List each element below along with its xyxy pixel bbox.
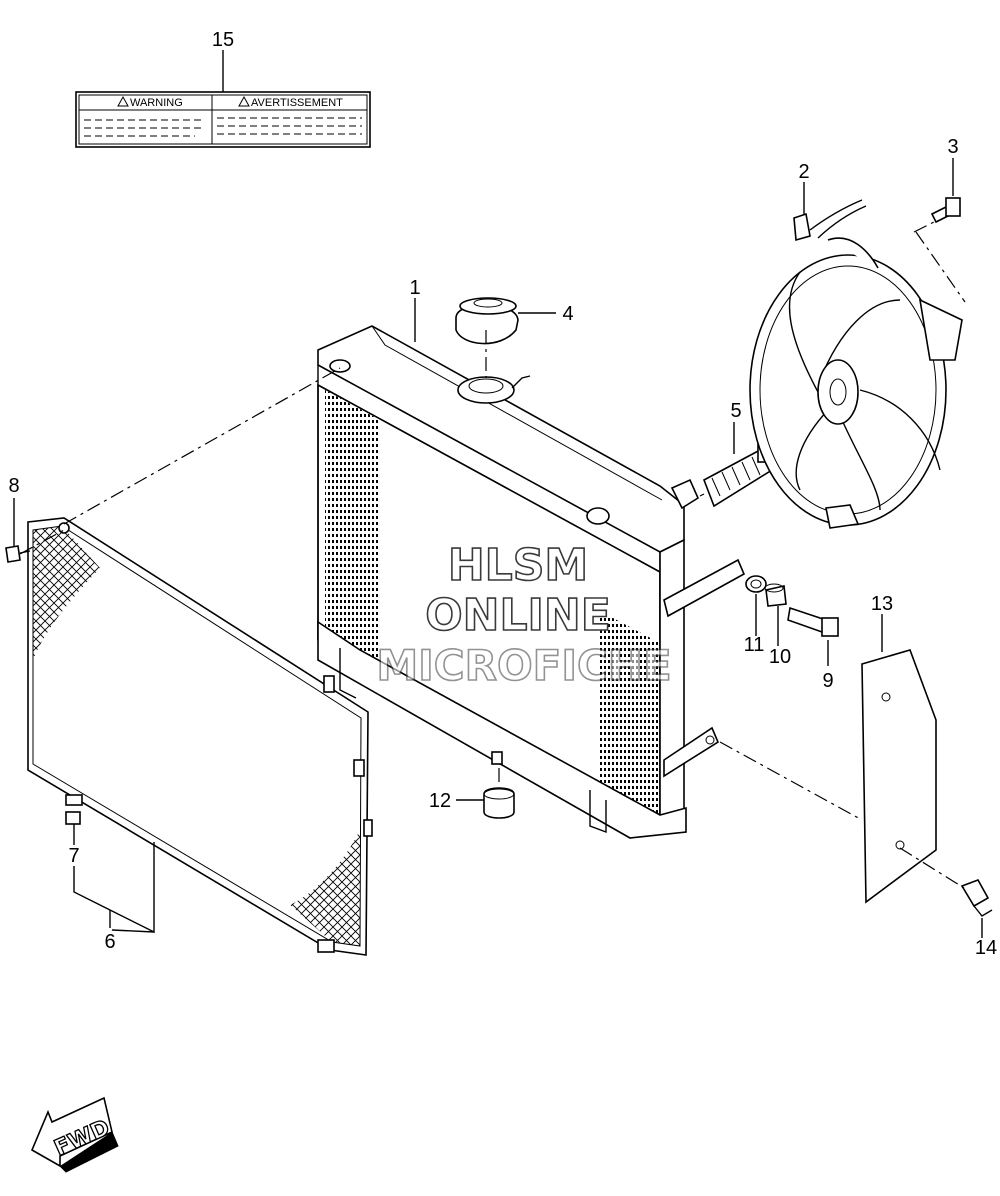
clip	[960, 879, 993, 917]
fwd-arrow-icon	[30, 1096, 113, 1168]
cushion	[745, 575, 767, 593]
radiator-grille	[27, 517, 373, 956]
warning-label: WARNING AVERTISSEMENT	[75, 91, 371, 148]
fwd-arrow: FWD	[30, 1096, 119, 1173]
callout-1: 1	[409, 277, 420, 299]
leader-lines	[13, 50, 983, 938]
callout-9: 9	[822, 670, 833, 692]
callout-15: 15	[212, 29, 234, 51]
radiator	[317, 325, 746, 839]
watermark: HLSM ONLINE MICROFICHE	[376, 539, 673, 691]
warning-triangle-icon	[238, 95, 250, 107]
watermark-line-1: HLSM	[448, 540, 588, 591]
callout-6: 6	[104, 931, 115, 953]
watermark-line-3: MICROFICHE	[376, 641, 671, 690]
callout-12: 12	[429, 790, 451, 812]
watermark-line-2: ONLINE	[425, 590, 611, 641]
callout-4: 4	[562, 303, 573, 325]
callout-14: 14	[975, 937, 997, 959]
callout-10: 10	[769, 646, 791, 668]
warning-triangle-icon	[117, 95, 129, 107]
callout-13: 13	[871, 593, 893, 615]
callout-7: 7	[68, 845, 79, 867]
callout-3: 3	[947, 136, 958, 158]
cooling-fan	[749, 199, 963, 529]
radiator-cap	[455, 297, 519, 345]
warning-label-right-title: AVERTISSEMENT	[251, 97, 343, 109]
bracket-bolt	[787, 606, 839, 637]
callout-11: 11	[744, 634, 765, 656]
clamp	[65, 811, 81, 825]
callouts: 15 1 4 5 2 3 13 11 10 9 8 12 7 6 14	[8, 29, 997, 959]
collar	[764, 583, 787, 607]
callout-2: 2	[798, 161, 809, 183]
grommet	[483, 787, 515, 819]
fan-bolt	[930, 197, 961, 224]
side-cover	[861, 649, 937, 904]
warning-label-left-title: WARNING	[130, 97, 183, 109]
callout-5: 5	[730, 400, 741, 422]
assembly-lines	[19, 221, 966, 889]
screw	[5, 545, 31, 563]
callout-8: 8	[8, 475, 19, 497]
